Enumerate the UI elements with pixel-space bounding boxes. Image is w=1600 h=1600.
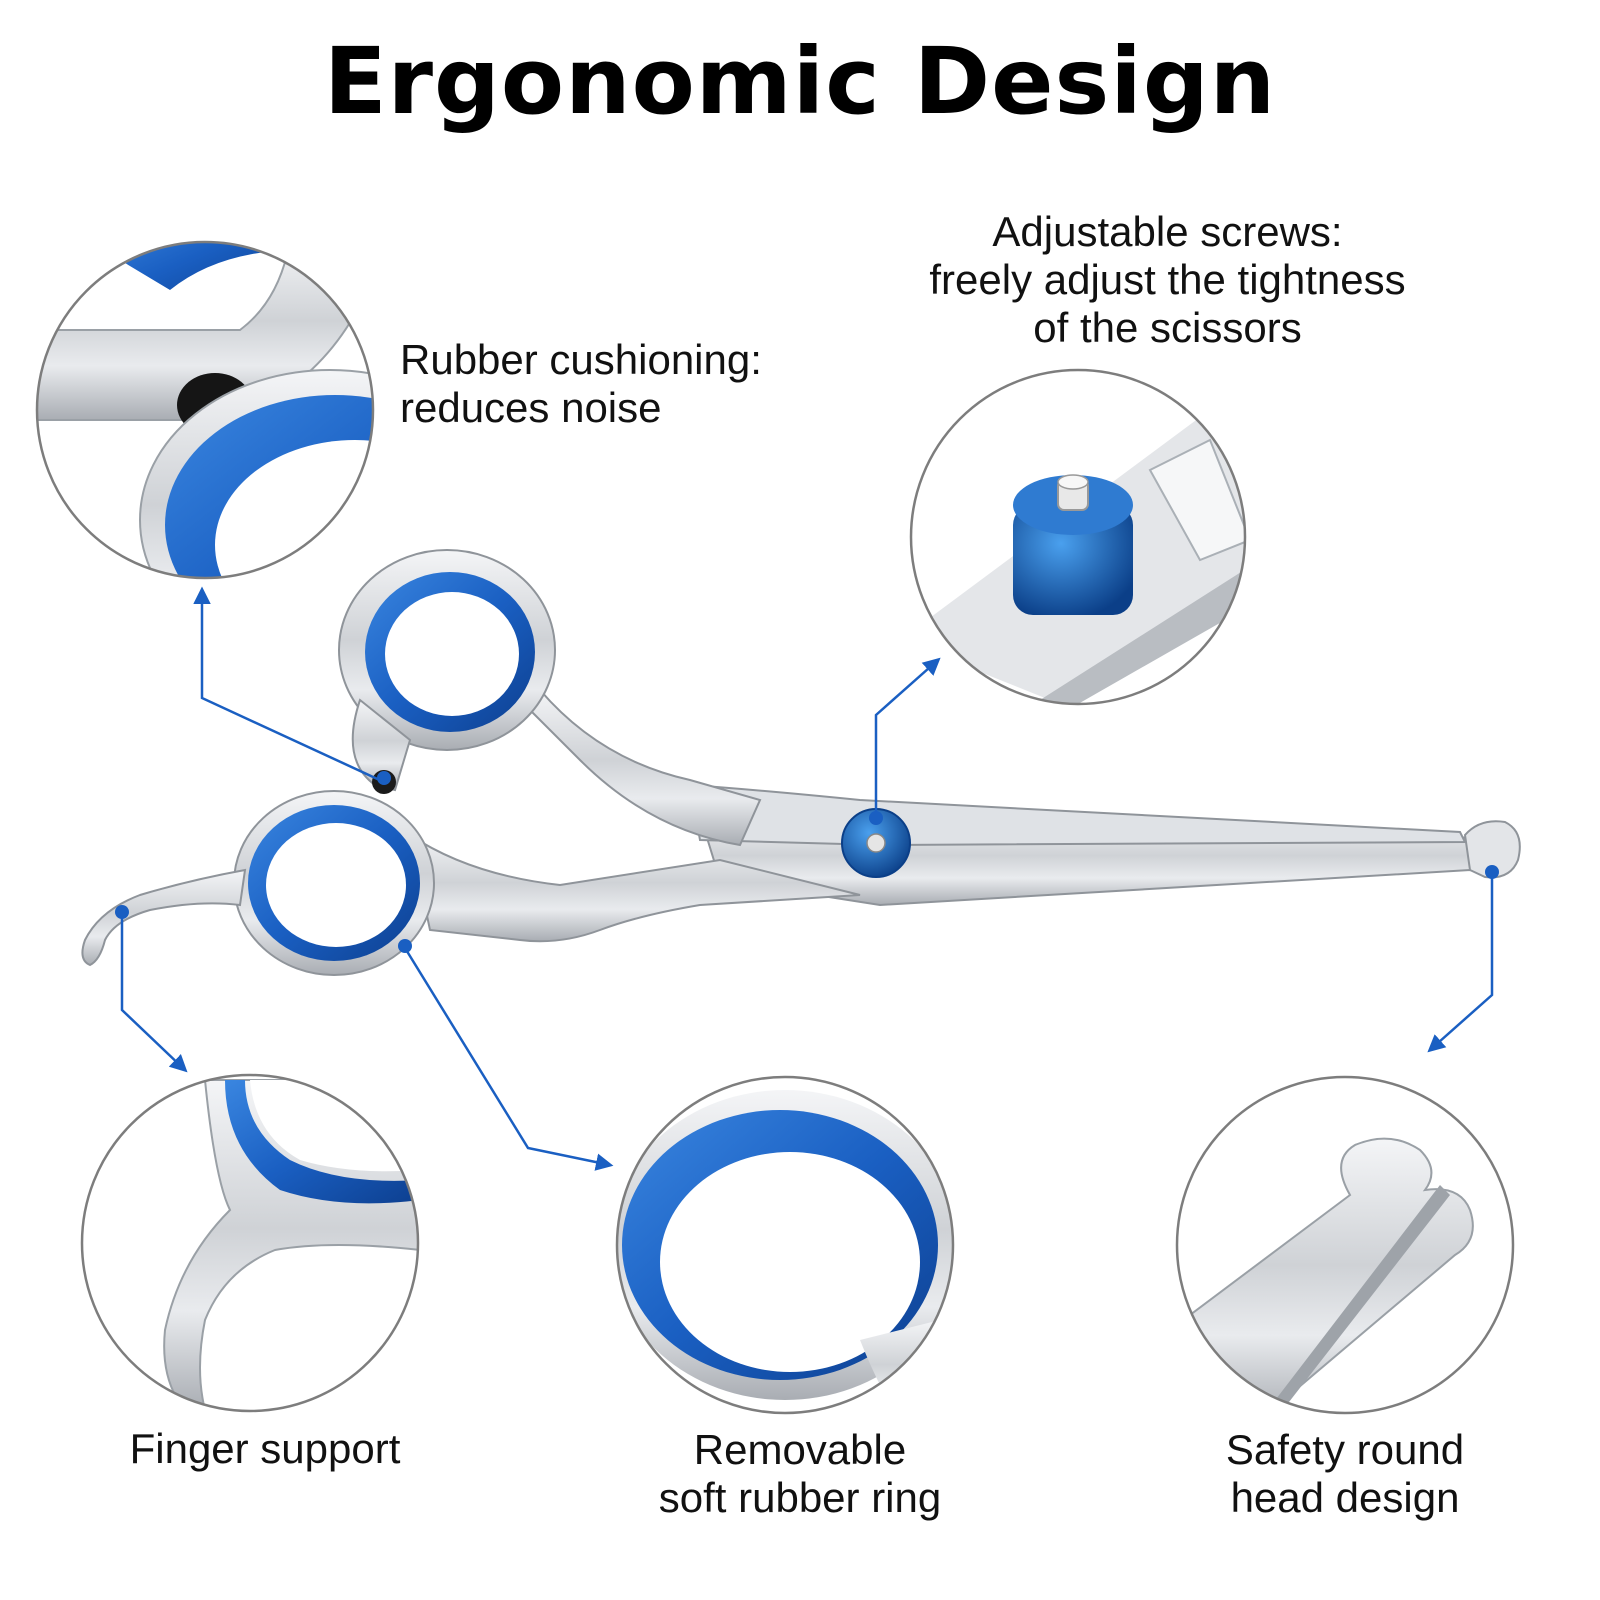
callout-dot [377, 771, 391, 785]
label-rubber-ring: Removable soft rubber ring [590, 1426, 1010, 1522]
callout-line-screw [874, 657, 941, 820]
callout-line-tip [1427, 872, 1494, 1053]
label-line: soft rubber ring [658, 1474, 942, 1521]
label-line: Rubber cushioning: [400, 336, 762, 383]
callout-dot [1485, 865, 1499, 879]
callout-line-finger [120, 915, 188, 1073]
zoom-rubber-ring [615, 1075, 955, 1415]
callout-line-ring [403, 947, 614, 1171]
upper-shank [518, 688, 762, 847]
label-line: head design [1230, 1474, 1460, 1521]
zoom-round-head [1175, 1075, 1515, 1415]
page-title: Ergonomic Design [323, 28, 1277, 135]
scissors [81, 549, 1521, 976]
label-line: of the scissors [1033, 304, 1302, 351]
label-line: Adjustable screws: [992, 208, 1343, 255]
label-adjustable-screws: Adjustable screws: freely adjust the tig… [880, 208, 1455, 352]
label-line: reduces noise [400, 384, 662, 431]
zoom-adjustable-screw [909, 368, 1247, 706]
callout-line-cushion [193, 586, 385, 784]
callout-dot [115, 905, 129, 919]
label-line: Removable [693, 1426, 907, 1473]
callout-dot [869, 811, 883, 825]
callout-dot [398, 939, 412, 953]
label-line: Safety round [1225, 1426, 1465, 1473]
callout-dots [115, 771, 1499, 953]
zoom-finger-support [80, 1073, 420, 1413]
label-line: freely adjust the tightness [929, 256, 1406, 303]
label-finger-support: Finger support [60, 1425, 470, 1473]
upper-blade [688, 783, 1467, 847]
finger-rest [81, 868, 247, 967]
label-rubber-cushioning: Rubber cushioning: reduces noise [400, 336, 860, 432]
label-line: Finger support [129, 1425, 401, 1472]
callout-lines [120, 586, 1494, 1171]
lower-shank [408, 832, 861, 943]
round-tip [1463, 820, 1521, 879]
label-round-head: Safety round head design [1160, 1426, 1530, 1522]
